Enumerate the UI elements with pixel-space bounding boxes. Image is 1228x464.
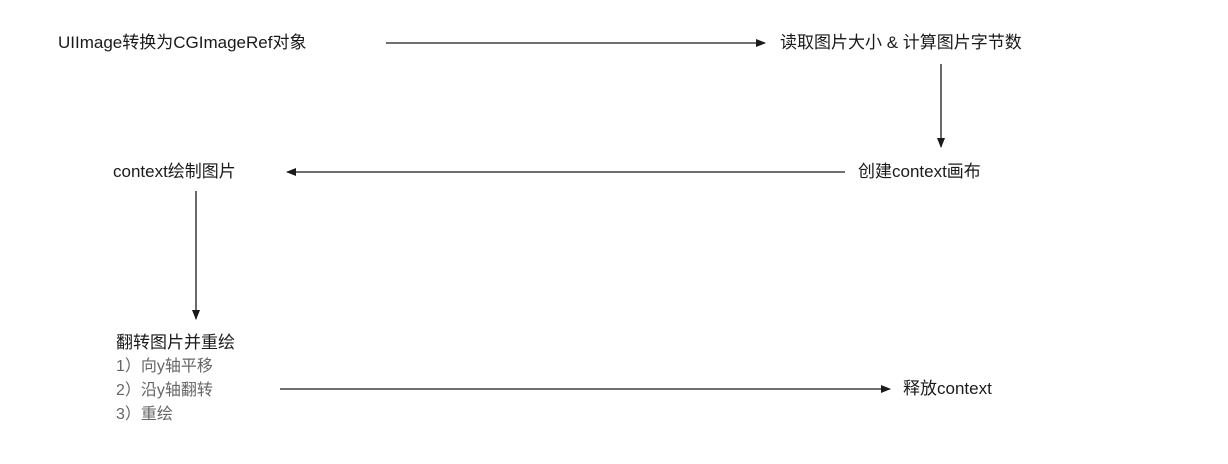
step-translate-y: 1）向y轴平移 <box>116 358 213 375</box>
node-uiimage-to-cgimageref: UIImage转换为CGImageRef对象 <box>58 33 307 52</box>
step-redraw: 3）重绘 <box>116 406 173 423</box>
node-flip-title: 翻转图片并重绘 <box>116 333 235 352</box>
node-flip-and-redraw: 翻转图片并重绘 1）向y轴平移 2）沿y轴翻转 3）重绘 <box>116 331 235 427</box>
node-read-size-compute-bytes: 读取图片大小 & 计算图片字节数 <box>780 33 1022 52</box>
node-create-context-canvas: 创建context画布 <box>858 162 981 181</box>
node-context-draw-image: context绘制图片 <box>113 162 236 181</box>
node-release-context: 释放context <box>903 379 992 398</box>
step-flip-y: 2）沿y轴翻转 <box>116 382 213 399</box>
